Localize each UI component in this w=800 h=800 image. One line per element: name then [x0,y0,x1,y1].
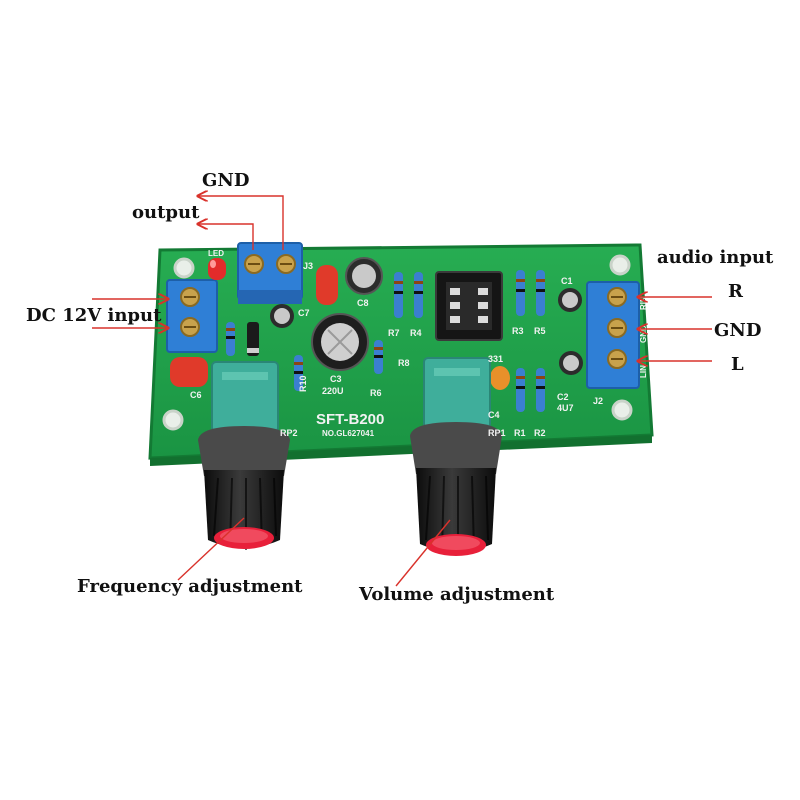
output-arrow [198,224,254,250]
silk-c2: C2 [557,392,569,402]
silk-r6: R6 [370,388,382,398]
dc-input-terminal-block [166,279,218,353]
volume-pointer [395,519,451,587]
electrolytic-capacitor [558,288,582,312]
silk-r3: R3 [512,326,524,336]
silk-rin: RIN [639,296,648,310]
silk-rp2: RP2 [280,428,298,438]
silk-j3: J3 [303,261,313,271]
silk-c4: C4 [488,410,500,420]
silk-model: SFT-B200 [316,411,384,428]
electrolytic-capacitor [270,304,294,328]
silk-r7: R7 [388,328,400,338]
silk-serial: NO.GL627041 [322,429,375,438]
output-terminal-block [237,242,303,304]
label-output: output [132,202,200,223]
silk-lin: LIN [639,365,648,378]
frequency-knob[interactable] [198,426,290,550]
silk-r4: R4 [410,328,422,338]
silk-c3-value: 220U [322,386,344,396]
silk-j2: J2 [593,396,603,406]
silk-pot-value: 331 [488,354,503,364]
resistor [516,368,525,412]
gnd-output-arrow [198,196,284,250]
ic-chip [435,271,503,341]
mounting-hole [162,409,184,431]
mounting-hole [609,254,631,276]
resistor [394,272,403,318]
label-right-channel: R [728,281,743,302]
resistor [374,340,383,374]
electrolytic-capacitor-large [311,313,369,371]
silk-r10: R10 [298,375,308,392]
silk-c2-value: 4U7 [557,403,574,413]
resistor [414,272,423,318]
led [208,258,226,280]
audio-input-terminal-block [586,281,640,389]
silk-r5: R5 [534,326,546,336]
resistor [536,368,545,412]
electrolytic-capacitor [345,257,383,295]
silk-rp1: RP1 [488,428,506,438]
silk-c6: C6 [190,390,202,400]
mounting-hole [611,399,633,421]
silk-c8: C8 [357,298,369,308]
label-dc-input: DC 12V input [26,305,162,326]
silk-c1: C1 [561,276,573,286]
volume-knob[interactable] [410,422,502,556]
silk-r8: R8 [398,358,410,368]
electrolytic-capacitor [559,351,583,375]
label-audio-input: audio input [657,247,774,268]
film-capacitor [316,265,338,305]
frequency-pointer [177,517,245,581]
resistor [536,270,545,316]
silk-c3: C3 [330,374,342,384]
silk-gnd: GND [639,325,648,343]
label-frequency-adjustment: Frequency adjustment [77,576,303,597]
resistor [516,270,525,316]
resistor [226,322,235,356]
diode [247,322,259,356]
mounting-hole [173,257,195,279]
silk-c7: C7 [298,308,310,318]
ceramic-capacitor [490,366,510,390]
potentiometer-rp1 [423,357,491,429]
silk-r2: R2 [534,428,546,438]
resistor [294,355,303,391]
label-left-channel: L [731,354,744,375]
silk-r1: R1 [514,428,526,438]
film-capacitor [170,357,208,387]
silk-led: LED [208,249,224,258]
annotation-arrows [92,196,712,587]
label-gnd-top: GND [202,170,250,191]
label-gnd-right: GND [714,320,762,341]
potentiometer-rp2 [211,361,279,433]
label-volume-adjustment: Volume adjustment [359,584,555,605]
